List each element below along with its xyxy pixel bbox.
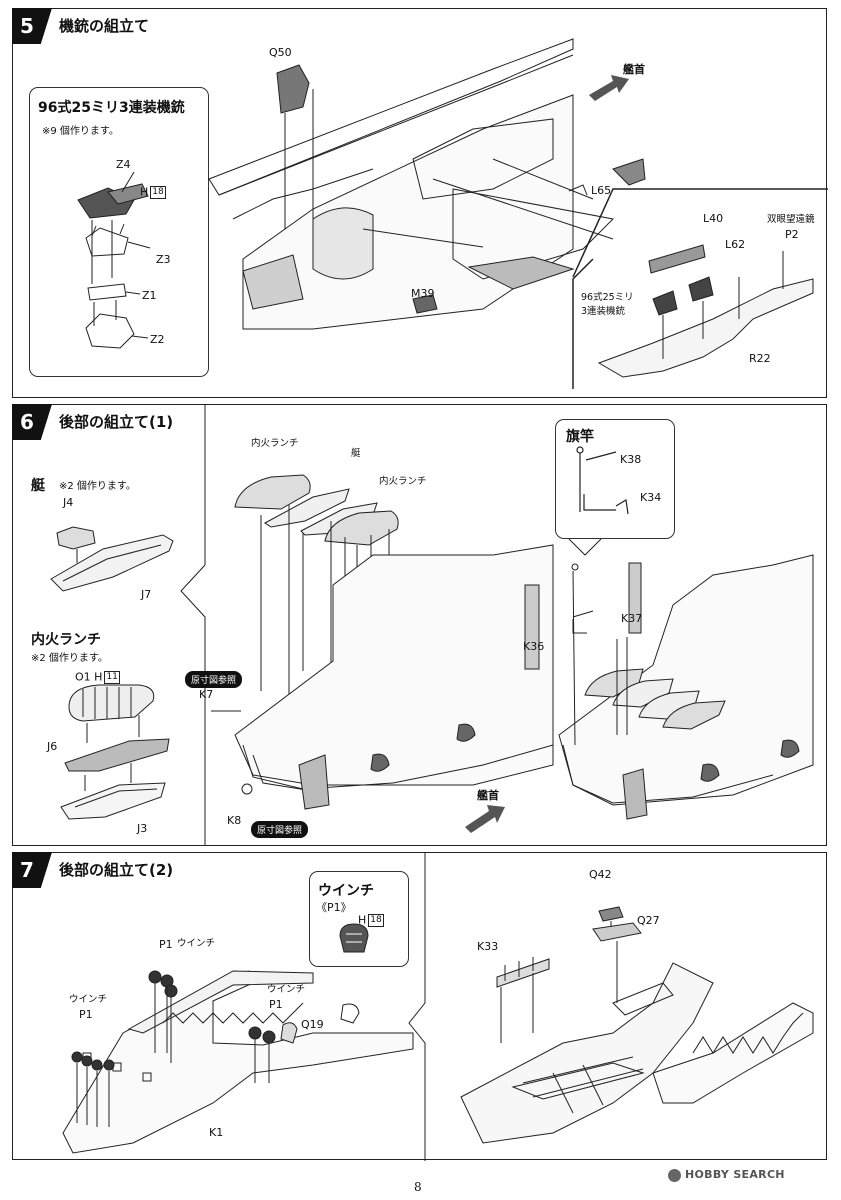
step-title: 機銃の組立て: [59, 17, 150, 35]
label-q50: Q50: [269, 46, 292, 59]
winch-drawing: [339, 923, 369, 953]
stern-hull-drawing-left: [211, 474, 554, 810]
label-j3: J3: [137, 822, 148, 835]
actual-size-ref-badge: 原寸図参照: [185, 671, 243, 688]
label-p1-winch-a: P1: [159, 938, 173, 951]
watermark: HOBBY SEARCH: [668, 1168, 785, 1182]
label-11: 11: [104, 671, 120, 684]
actual-size-ref-badge-2: 原寸図参照: [251, 821, 309, 838]
box-note: ※9 個作ります。: [42, 126, 119, 137]
label-k1: K1: [209, 1126, 224, 1139]
step-divider: [408, 853, 426, 1161]
label-z4: Z4: [116, 158, 131, 171]
boat-title: 艇: [31, 478, 45, 494]
winch-title: ウインチ: [318, 883, 374, 899]
label-p1-b: P1: [79, 1008, 93, 1021]
label-q42: Q42: [589, 868, 612, 881]
label-j7: J7: [141, 588, 152, 601]
label-k38: K38: [620, 453, 642, 466]
stern-hull-drawing-right: [524, 538, 814, 820]
watermark-text: HOBBY SEARCH: [685, 1168, 785, 1181]
page-number: 8: [414, 1180, 422, 1194]
label-mg-type: 96式25ミリ: [581, 292, 634, 303]
label-mg-mount: 3連装機銃: [581, 306, 626, 317]
hull-drawing-step5: [208, 38, 828, 389]
boat-drawing: [50, 526, 174, 592]
step-number: 6: [12, 404, 52, 440]
label-winch-c: ウインチ: [267, 984, 306, 995]
label-k8: K8: [227, 814, 242, 827]
watermark-logo-icon: [668, 1168, 681, 1182]
step-5-panel: 5 機銃の組立て 96式25ミリ3連装機銃 ※9 個作ります。: [12, 8, 828, 398]
step-divider: [180, 405, 206, 845]
deck-k1-drawing: [62, 970, 414, 1154]
label-m39: M39: [411, 287, 435, 300]
label-k7: K7: [199, 688, 214, 701]
label-z3: Z3: [156, 253, 171, 266]
label-l65: L65: [591, 184, 612, 197]
label-q19: Q19: [301, 1018, 324, 1031]
step-title: 後部の組立て(1): [59, 413, 174, 431]
bow-label: 艦首: [477, 789, 499, 802]
label-winch-a: ウインチ: [177, 938, 216, 949]
box-title: 96式25ミリ3連装機銃: [38, 100, 185, 116]
step-title: 後部の組立て(2): [59, 861, 174, 879]
flagpole-title: 旗竿: [566, 429, 594, 445]
label-p1-c: P1: [269, 998, 283, 1011]
winch-subtitle: 《P1》: [316, 901, 352, 914]
label-h: H: [140, 185, 149, 199]
launch-title: 内火ランチ: [31, 632, 101, 648]
bow-arrow-icon: [589, 75, 629, 101]
label-p2: P2: [785, 228, 799, 241]
label-z1: Z1: [142, 289, 157, 302]
label-launch-top-right: 内火ランチ: [379, 476, 427, 487]
label-j4: J4: [63, 496, 74, 509]
label-q27: Q27: [637, 914, 660, 927]
launch-note: ※2 個作ります。: [31, 653, 108, 664]
label-h: H: [358, 913, 367, 927]
launch-drawing: [60, 684, 170, 820]
bow-label: 艦首: [623, 63, 645, 76]
label-boat-top: 艇: [351, 448, 361, 459]
label-18: 18: [368, 914, 384, 927]
label-k37: K37: [621, 612, 643, 625]
label-winch-b: ウインチ: [69, 994, 108, 1005]
step-6-panel: 6 後部の組立て(1) 艇 ※2 個作ります。 J4 J7 内火ランチ ※2 個…: [12, 404, 827, 846]
label-h: H: [94, 670, 103, 684]
flagpole-drawing: [576, 446, 629, 515]
label-binoculars: 双眼望遠鏡: [767, 214, 815, 225]
label-o1: O1: [75, 670, 91, 684]
bow-arrow-icon: [465, 805, 505, 833]
stern-deck-drawing: [460, 906, 814, 1144]
label-k34: K34: [640, 491, 662, 504]
label-l40: L40: [703, 212, 724, 225]
label-r22: R22: [749, 352, 771, 365]
label-18: 18: [150, 186, 166, 199]
label-l62: L62: [725, 238, 746, 251]
label-j6: J6: [47, 740, 58, 753]
label-launch-top-left: 内火ランチ: [251, 438, 299, 449]
flagpole-box: 旗竿 K38 K34: [555, 419, 675, 539]
boat-note: ※2 個作ります。: [59, 481, 136, 492]
label-k36: K36: [523, 640, 545, 653]
label-z2: Z2: [150, 333, 165, 346]
machine-gun-assembly-drawing: [77, 171, 151, 349]
label-k33: K33: [477, 940, 499, 953]
step-number: 5: [12, 8, 52, 44]
